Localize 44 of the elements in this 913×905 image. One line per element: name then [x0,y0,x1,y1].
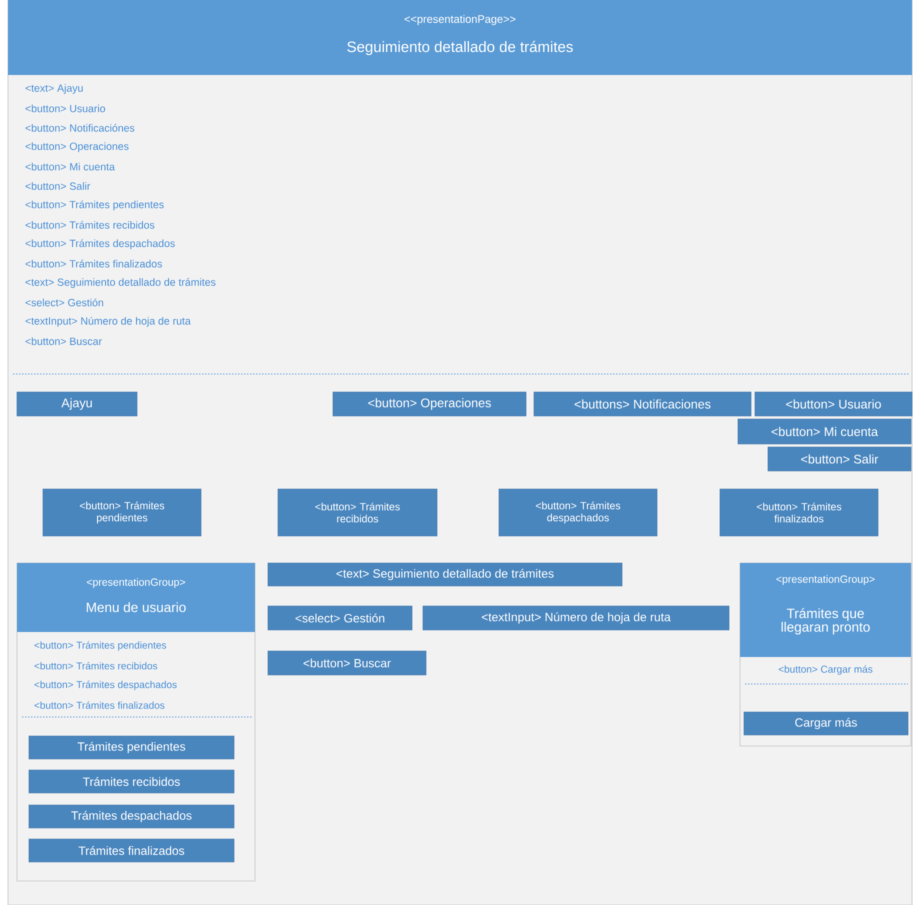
element-list-item: <textInput> Número de hoja de ruta [26,316,191,327]
button-box: <button> Usuario [754,392,912,416]
element-list-item: <button> Buscar [26,337,102,346]
group-title: Trámites que llegaran pronto [782,608,870,634]
element-list-item: <button> Notificaciónes [26,124,134,132]
button-box: Trámites pendientes [28,736,234,760]
button-box: <button> Trámites finalizados [720,488,878,536]
stereotype-label: <presentationGroup> [776,575,875,585]
element-list-item: <button> Usuario [26,104,106,112]
element-list-item: <text> Ajayu [26,84,83,94]
button-box: Trámites finalizados [28,838,234,862]
element-list-item: <text> Seguimiento detallado de trámites [26,278,216,288]
button-box: Trámites despachados [28,804,234,828]
button-box: <button> Trámites pendientes [42,488,202,536]
button-box: <button> Operaciones [332,392,526,416]
button-box: <button> Buscar [268,650,426,676]
element-list-item: <button> Trámites finalizados [34,701,164,709]
button-box: <textInput> Número de hoja de ruta [422,606,730,630]
button-box: Cargar más [744,712,908,736]
button-box: <buttons> Notificaciones [534,392,752,416]
element-list-item: <select> Gestión [26,298,104,306]
element-list-item: <button> Trámites despachados [26,239,175,250]
button-box: <text> Seguimiento detallado de trámites [268,562,622,586]
button-box: <button> Trámites recibidos [278,488,438,536]
element-list-item: <button> Trámites finalizados [26,260,162,268]
element-list-item: <button> Trámites despachados [34,680,177,690]
stereotype-label: <presentationGroup> [86,578,186,588]
button-box: Ajayu [16,392,138,416]
element-list-item: <button> Trámites recibidos [34,662,158,670]
element-list-item: <button> Cargar más [778,665,872,675]
button-box: <button> Trámites despachados [498,488,658,536]
element-list-item: <button> Trámites recibidos [26,220,154,229]
group-title: Menu de usuario [86,602,186,612]
group-title: Seguimiento detallado de trámites [347,40,573,56]
button-box: <button> Mi cuenta [738,418,912,444]
stereotype-label: <<presentationPage>> [404,14,516,26]
button-box: <button> Salir [768,446,912,472]
element-list-item: <button> Mi cuenta [26,162,115,170]
element-list-item: <button> Trámites pendientes [26,200,164,210]
element-list-item: <button> Salir [26,182,90,190]
element-list-item: <button> Operaciones [26,142,128,152]
button-box: Trámites recibidos [28,770,234,794]
element-list-item: <button> Trámites pendientes [34,641,166,651]
button-box: <select> Gestión [268,606,412,630]
